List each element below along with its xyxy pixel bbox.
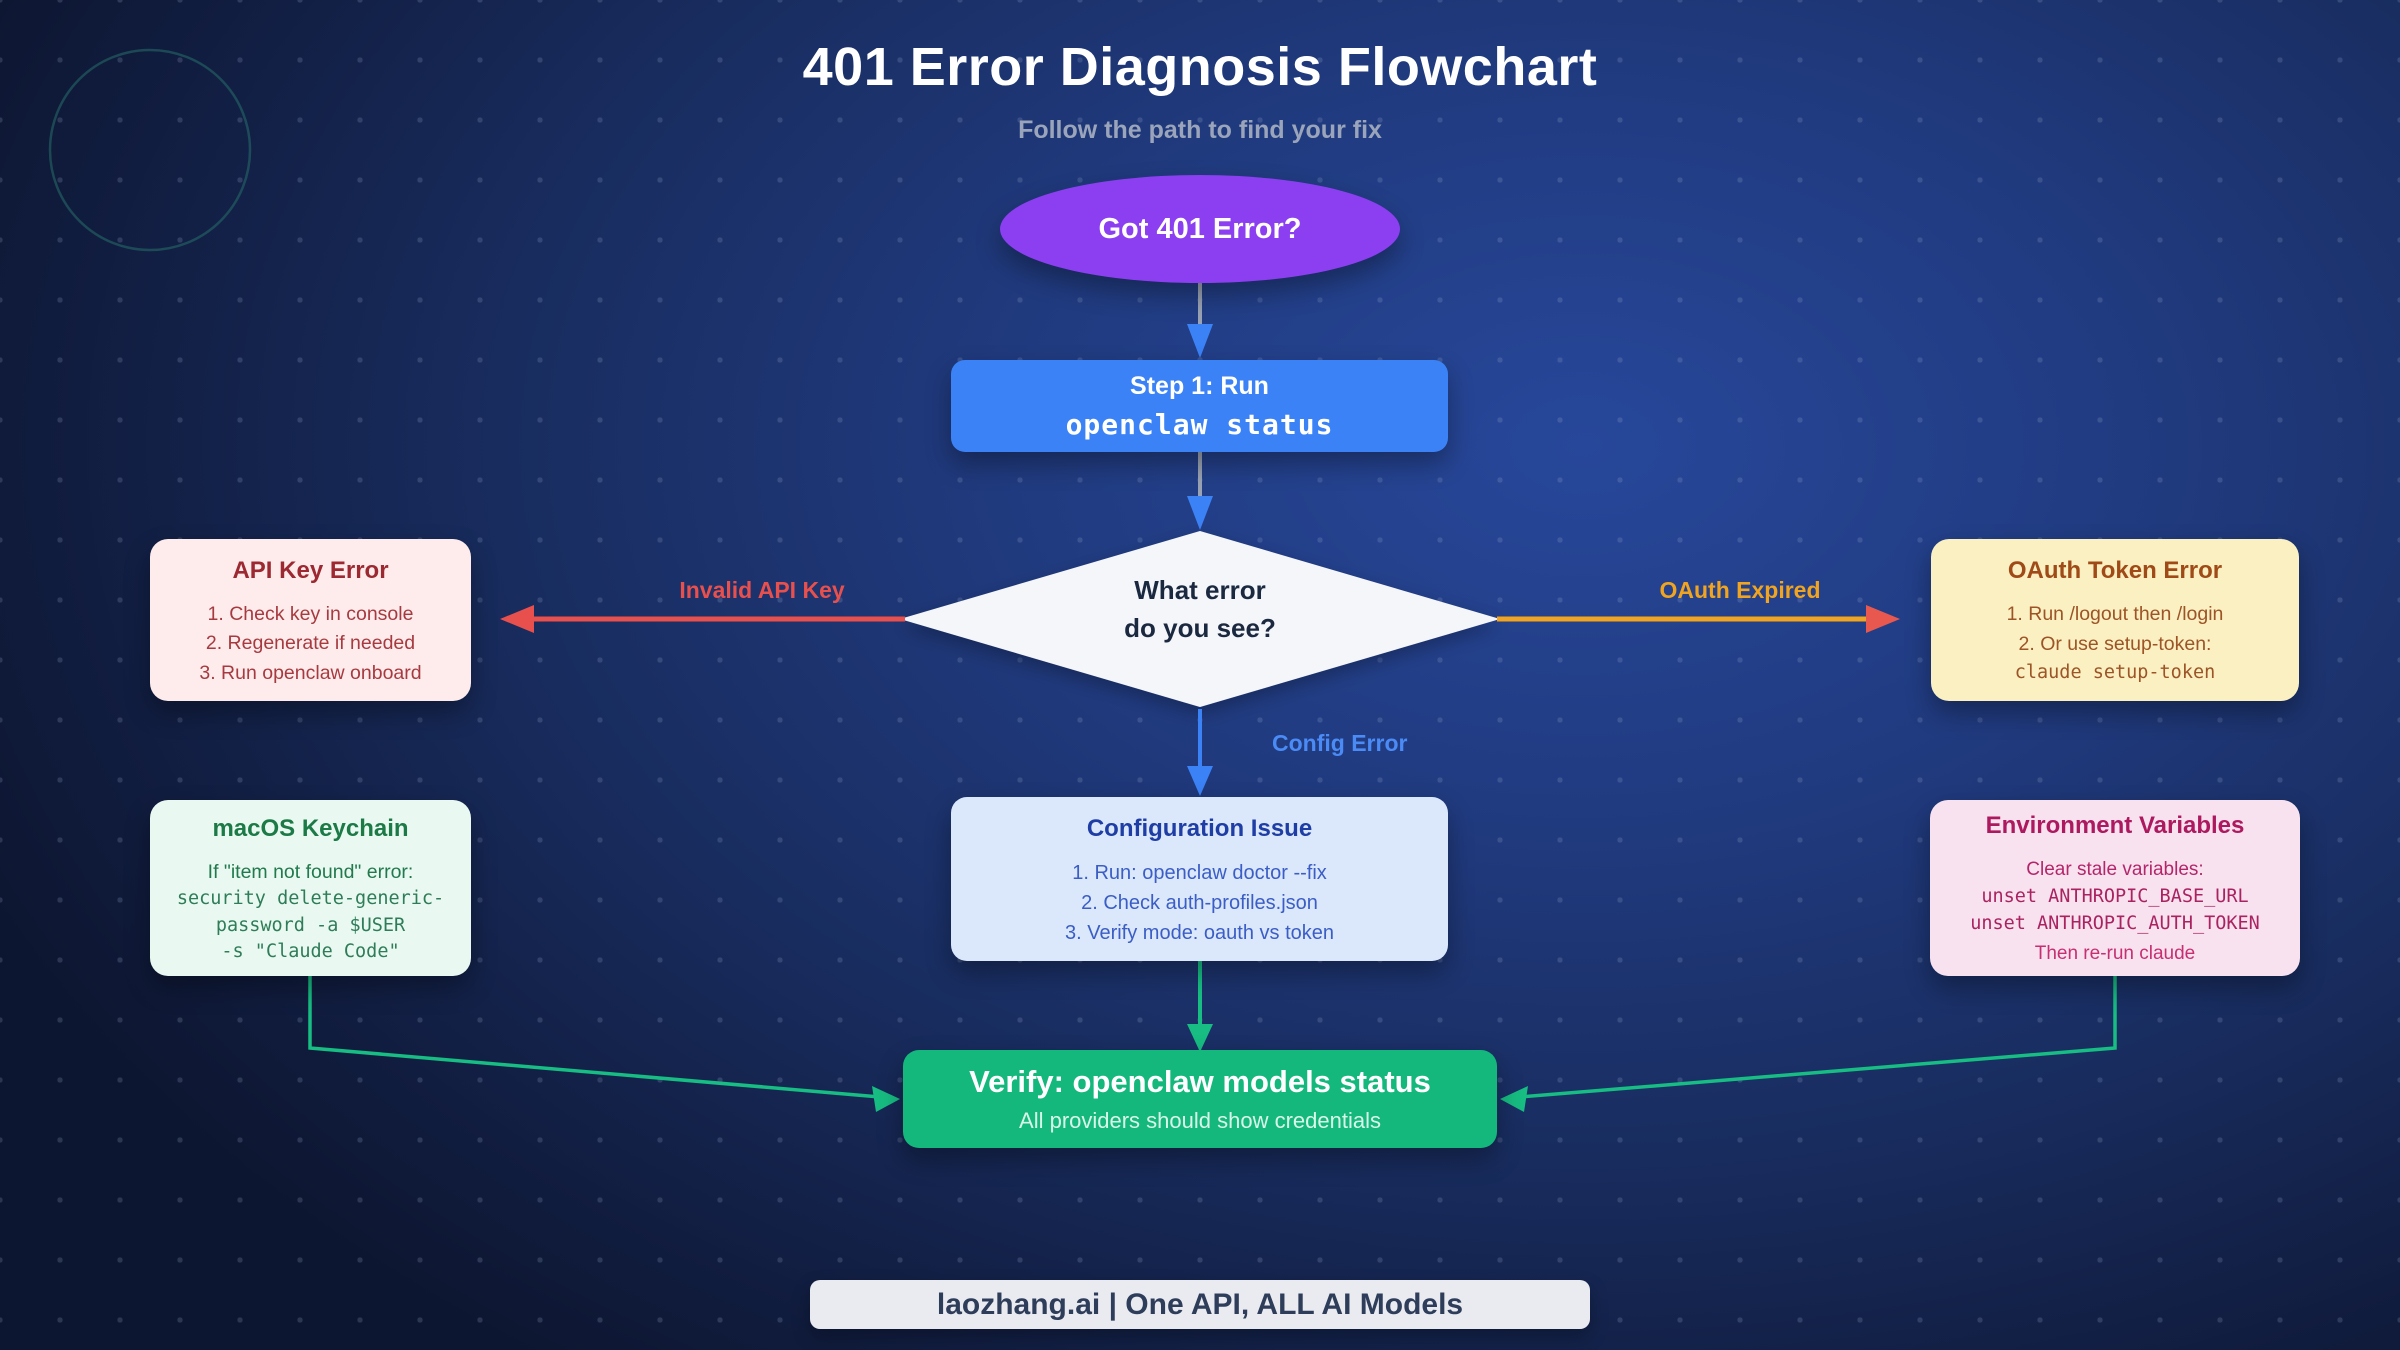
macos-keychain-note: If "item not found" error: bbox=[207, 860, 414, 883]
configuration-issue-title: Configuration Issue bbox=[1086, 815, 1313, 842]
configuration-issue-item: 1. Run: openclaw doctor --fix bbox=[1072, 862, 1327, 884]
arrowhead-right-icon bbox=[872, 1086, 900, 1112]
arrowhead-right-icon bbox=[1866, 605, 1900, 633]
oauth-token-error-item: 2. Or use setup-token: bbox=[2018, 632, 2212, 655]
oauth-token-error-command: claude setup-token bbox=[2014, 662, 2216, 684]
decor-circle bbox=[48, 48, 252, 252]
start-node: Got 401 Error? bbox=[1000, 175, 1400, 283]
oauth-token-error-box: OAuth Token Error 1. Run /logout then /l… bbox=[1931, 539, 2299, 701]
environment-variables-note: Clear stale variables: bbox=[2026, 858, 2204, 880]
edge-label-invalid-api-key: Invalid API Key bbox=[679, 577, 845, 603]
api-key-error-box: API Key Error 1. Check key in console 2.… bbox=[150, 539, 471, 701]
decision-line2: do you see? bbox=[1124, 612, 1276, 643]
environment-variables-title: Environment Variables bbox=[1985, 811, 2245, 839]
arrowhead-down-icon bbox=[1187, 324, 1213, 358]
verify-subtitle: All providers should show credentials bbox=[1019, 1108, 1381, 1133]
start-node-label: Got 401 Error? bbox=[1098, 212, 1302, 245]
environment-variables-box: Environment Variables Clear stale variab… bbox=[1930, 800, 2300, 976]
configuration-issue-item: 2. Check auth-profiles.json bbox=[1081, 892, 1318, 914]
api-key-error-item: 3. Run openclaw onboard bbox=[199, 661, 422, 684]
macos-keychain-title: macOS Keychain bbox=[212, 814, 409, 842]
page-title: 401 Error Diagnosis Flowchart bbox=[802, 37, 1598, 97]
macos-keychain-command: security delete-generic- bbox=[176, 888, 445, 909]
step1-command: openclaw status bbox=[1065, 407, 1334, 441]
footer-banner: laozhang.ai | One API, ALL AI Models bbox=[810, 1280, 1590, 1329]
configuration-issue-box: Configuration Issue 1. Run: openclaw doc… bbox=[951, 797, 1448, 961]
edge-label-oauth-expired: OAuth Expired bbox=[1659, 577, 1821, 603]
arrowhead-down-icon bbox=[1187, 496, 1213, 530]
macos-keychain-box: macOS Keychain If "item not found" error… bbox=[150, 800, 471, 976]
decision-diamond bbox=[900, 531, 1500, 707]
api-key-error-title: API Key Error bbox=[232, 556, 389, 584]
oauth-token-error-item: 1. Run /logout then /login bbox=[2006, 603, 2224, 626]
verify-title: Verify: openclaw models status bbox=[969, 1064, 1431, 1099]
macos-keychain-command: -s "Claude Code" bbox=[221, 941, 400, 962]
footer-banner-text: laozhang.ai | One API, ALL AI Models bbox=[936, 1287, 1464, 1321]
arrowhead-left-icon bbox=[1500, 1086, 1528, 1112]
connector-keychain-verify bbox=[308, 976, 881, 1099]
macos-keychain-command: password -a $USER bbox=[215, 914, 406, 936]
step1-node: Step 1: Run openclaw status bbox=[951, 360, 1448, 452]
page-subtitle: Follow the path to find your fix bbox=[1018, 116, 1382, 144]
verify-box: Verify: openclaw models status All provi… bbox=[903, 1050, 1497, 1148]
configuration-issue-item: 3. Verify mode: oauth vs token bbox=[1064, 922, 1335, 944]
api-key-error-item: 1. Check key in console bbox=[207, 602, 414, 625]
environment-variables-command: unset ANTHROPIC_AUTH_TOKEN bbox=[1970, 913, 2260, 934]
arrowhead-left-icon bbox=[500, 605, 534, 633]
step1-title: Step 1: Run bbox=[1130, 371, 1269, 400]
environment-variables-command: unset ANTHROPIC_BASE_URL bbox=[1981, 885, 2249, 907]
decision-line1: What error bbox=[1134, 575, 1266, 605]
edge-label-config-error: Config Error bbox=[1272, 730, 1408, 756]
environment-variables-footnote: Then re-run claude bbox=[2034, 942, 2196, 964]
api-key-error-item: 2. Regenerate if needed bbox=[205, 632, 416, 655]
connector-env-verify bbox=[1519, 976, 2117, 1099]
decision-label: What error do you see? bbox=[1000, 572, 1400, 647]
arrowhead-down-icon bbox=[1187, 766, 1213, 796]
oauth-token-error-title: OAuth Token Error bbox=[2007, 557, 2223, 585]
arrowhead-down-icon bbox=[1187, 1024, 1213, 1052]
